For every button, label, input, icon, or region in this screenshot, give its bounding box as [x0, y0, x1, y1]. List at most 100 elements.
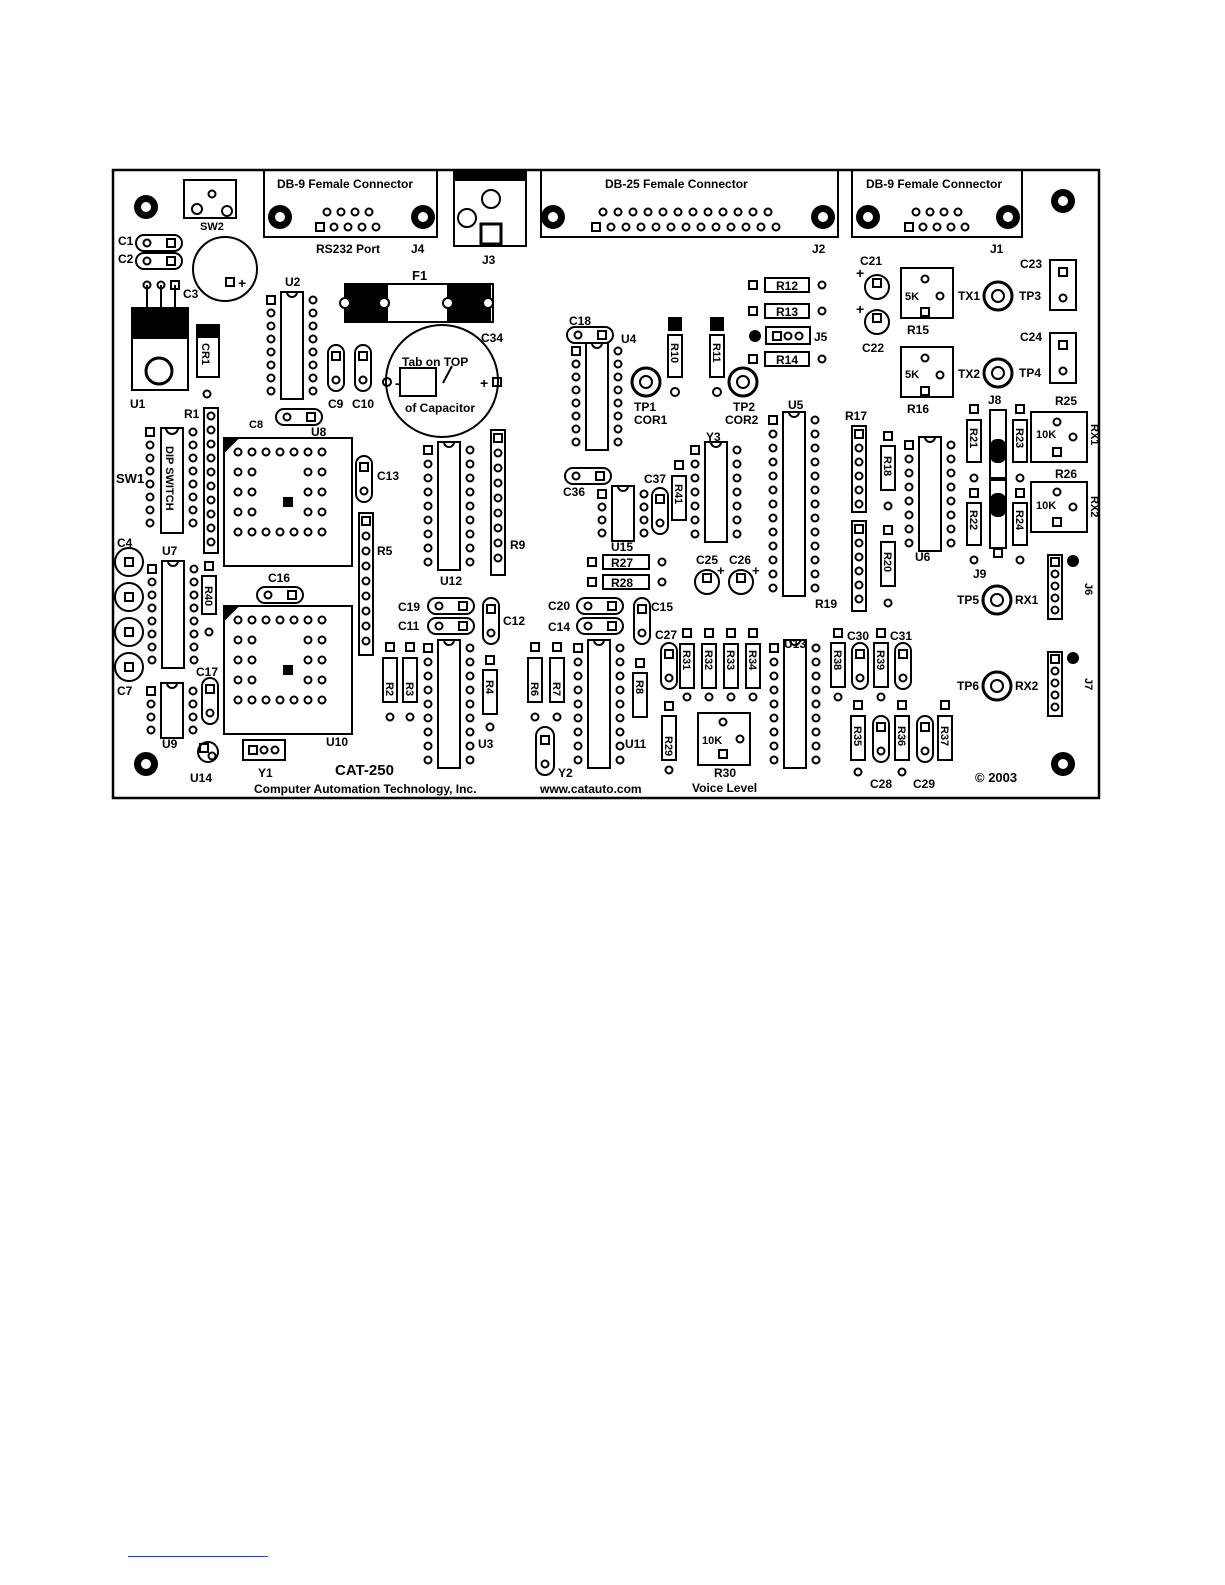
round-pad: [331, 375, 341, 385]
round-pad: [1050, 690, 1060, 700]
round-pad: [1052, 487, 1062, 497]
ic-pin: [613, 359, 623, 369]
label-r32: R32: [702, 650, 714, 670]
square-pad: [287, 590, 297, 600]
square-pad: [248, 745, 258, 755]
capacitor-c29: [916, 715, 934, 763]
label-pot_5k: 5K: [905, 291, 919, 303]
ic-pin: [904, 468, 914, 478]
round-pad: [854, 552, 864, 562]
square-pad: [540, 735, 550, 745]
ic-pin: [423, 459, 433, 469]
resistor-r20: [880, 541, 896, 587]
round-pad: [897, 767, 907, 777]
ic-pin: [266, 360, 276, 370]
ic-pin: [615, 755, 625, 765]
round-pad: [817, 354, 827, 364]
ic-pin: [769, 699, 779, 709]
ic-pin: [188, 712, 198, 722]
square-pad: [904, 222, 914, 232]
ic-pin: [639, 502, 649, 512]
round-pad: [1050, 605, 1060, 615]
round-pad: [206, 411, 216, 421]
round-pad: [205, 708, 215, 718]
crystal-y2: [535, 726, 555, 776]
square-pad: [655, 494, 665, 504]
label-c36: C36: [563, 485, 585, 499]
label-j6: J6: [1082, 583, 1094, 595]
round-pad: [142, 280, 152, 290]
diode-cr1: [196, 324, 220, 378]
ic-pin: [768, 513, 778, 523]
square-pad: [748, 280, 758, 290]
ic-pin: [946, 440, 956, 450]
ic-u12: [437, 441, 461, 571]
round-pad: [657, 557, 667, 567]
mounting-hole-center: [1003, 212, 1013, 222]
round-pad: [361, 636, 371, 646]
plcc-socket-u8: [223, 437, 353, 567]
capacitor-c9: [327, 344, 345, 392]
resistor-r4: [482, 669, 498, 715]
fuse-pad: [378, 297, 390, 309]
label-r15: R15: [907, 323, 929, 337]
round-pad: [920, 274, 930, 284]
round-pad: [643, 207, 653, 217]
label-c30: C30: [847, 629, 869, 643]
ic-pin: [810, 471, 820, 481]
label-r26: R26: [1055, 467, 1077, 481]
round-pad: [1058, 293, 1068, 303]
ic-pin: [189, 616, 199, 626]
square-pad: [1058, 340, 1068, 350]
resistor-r28: [602, 574, 650, 590]
board-outline: [111, 168, 1101, 800]
capacitor-c16: [256, 586, 304, 604]
round-pad: [953, 207, 963, 217]
label-r21: R21: [967, 428, 979, 448]
round-pad: [854, 580, 864, 590]
round-pad: [735, 734, 745, 744]
ic-pin: [946, 454, 956, 464]
ic-pin: [266, 321, 276, 331]
round-pad: [493, 478, 503, 488]
mounting-hole-center: [141, 202, 151, 212]
ic-pin: [732, 459, 742, 469]
plcc-pin: [233, 655, 243, 665]
resistor: [764, 303, 810, 319]
capacitor-c11: [427, 617, 475, 635]
ic-pin: [423, 685, 433, 695]
label-r16: R16: [907, 402, 929, 416]
ic-pin: [811, 685, 821, 695]
round-pad: [361, 591, 371, 601]
capacitor-c17: [201, 677, 219, 725]
ic-notch: [443, 441, 455, 448]
plcc-pin: [233, 615, 243, 625]
ic-u11: [587, 639, 611, 769]
footer-link-underline: [128, 1556, 268, 1557]
resistor-r24: [1012, 502, 1028, 546]
square-pad: [493, 433, 503, 443]
round-pad: [485, 722, 495, 732]
round-pad: [1015, 473, 1025, 483]
ic-pin: [423, 713, 433, 723]
round-pad: [371, 222, 381, 232]
ic-pin: [189, 642, 199, 652]
label-pot_10k: 10K: [1036, 500, 1056, 512]
plcc-pin: [275, 447, 285, 457]
label-c1: C1: [118, 234, 134, 248]
round-pad: [681, 222, 691, 232]
mounting-hole-center: [1058, 196, 1068, 206]
ic-pin: [904, 454, 914, 464]
round-pad: [188, 427, 198, 437]
square-pad: [607, 621, 617, 631]
round-pad: [898, 673, 908, 683]
round-pad: [361, 546, 371, 556]
ic-pin: [732, 487, 742, 497]
ic-pin: [769, 755, 779, 765]
square-pad: [359, 462, 369, 472]
ic-pin: [946, 496, 956, 506]
square-pad: [124, 662, 134, 672]
ic-pin: [810, 457, 820, 467]
round-pad: [636, 222, 646, 232]
square-pad: [204, 561, 214, 571]
